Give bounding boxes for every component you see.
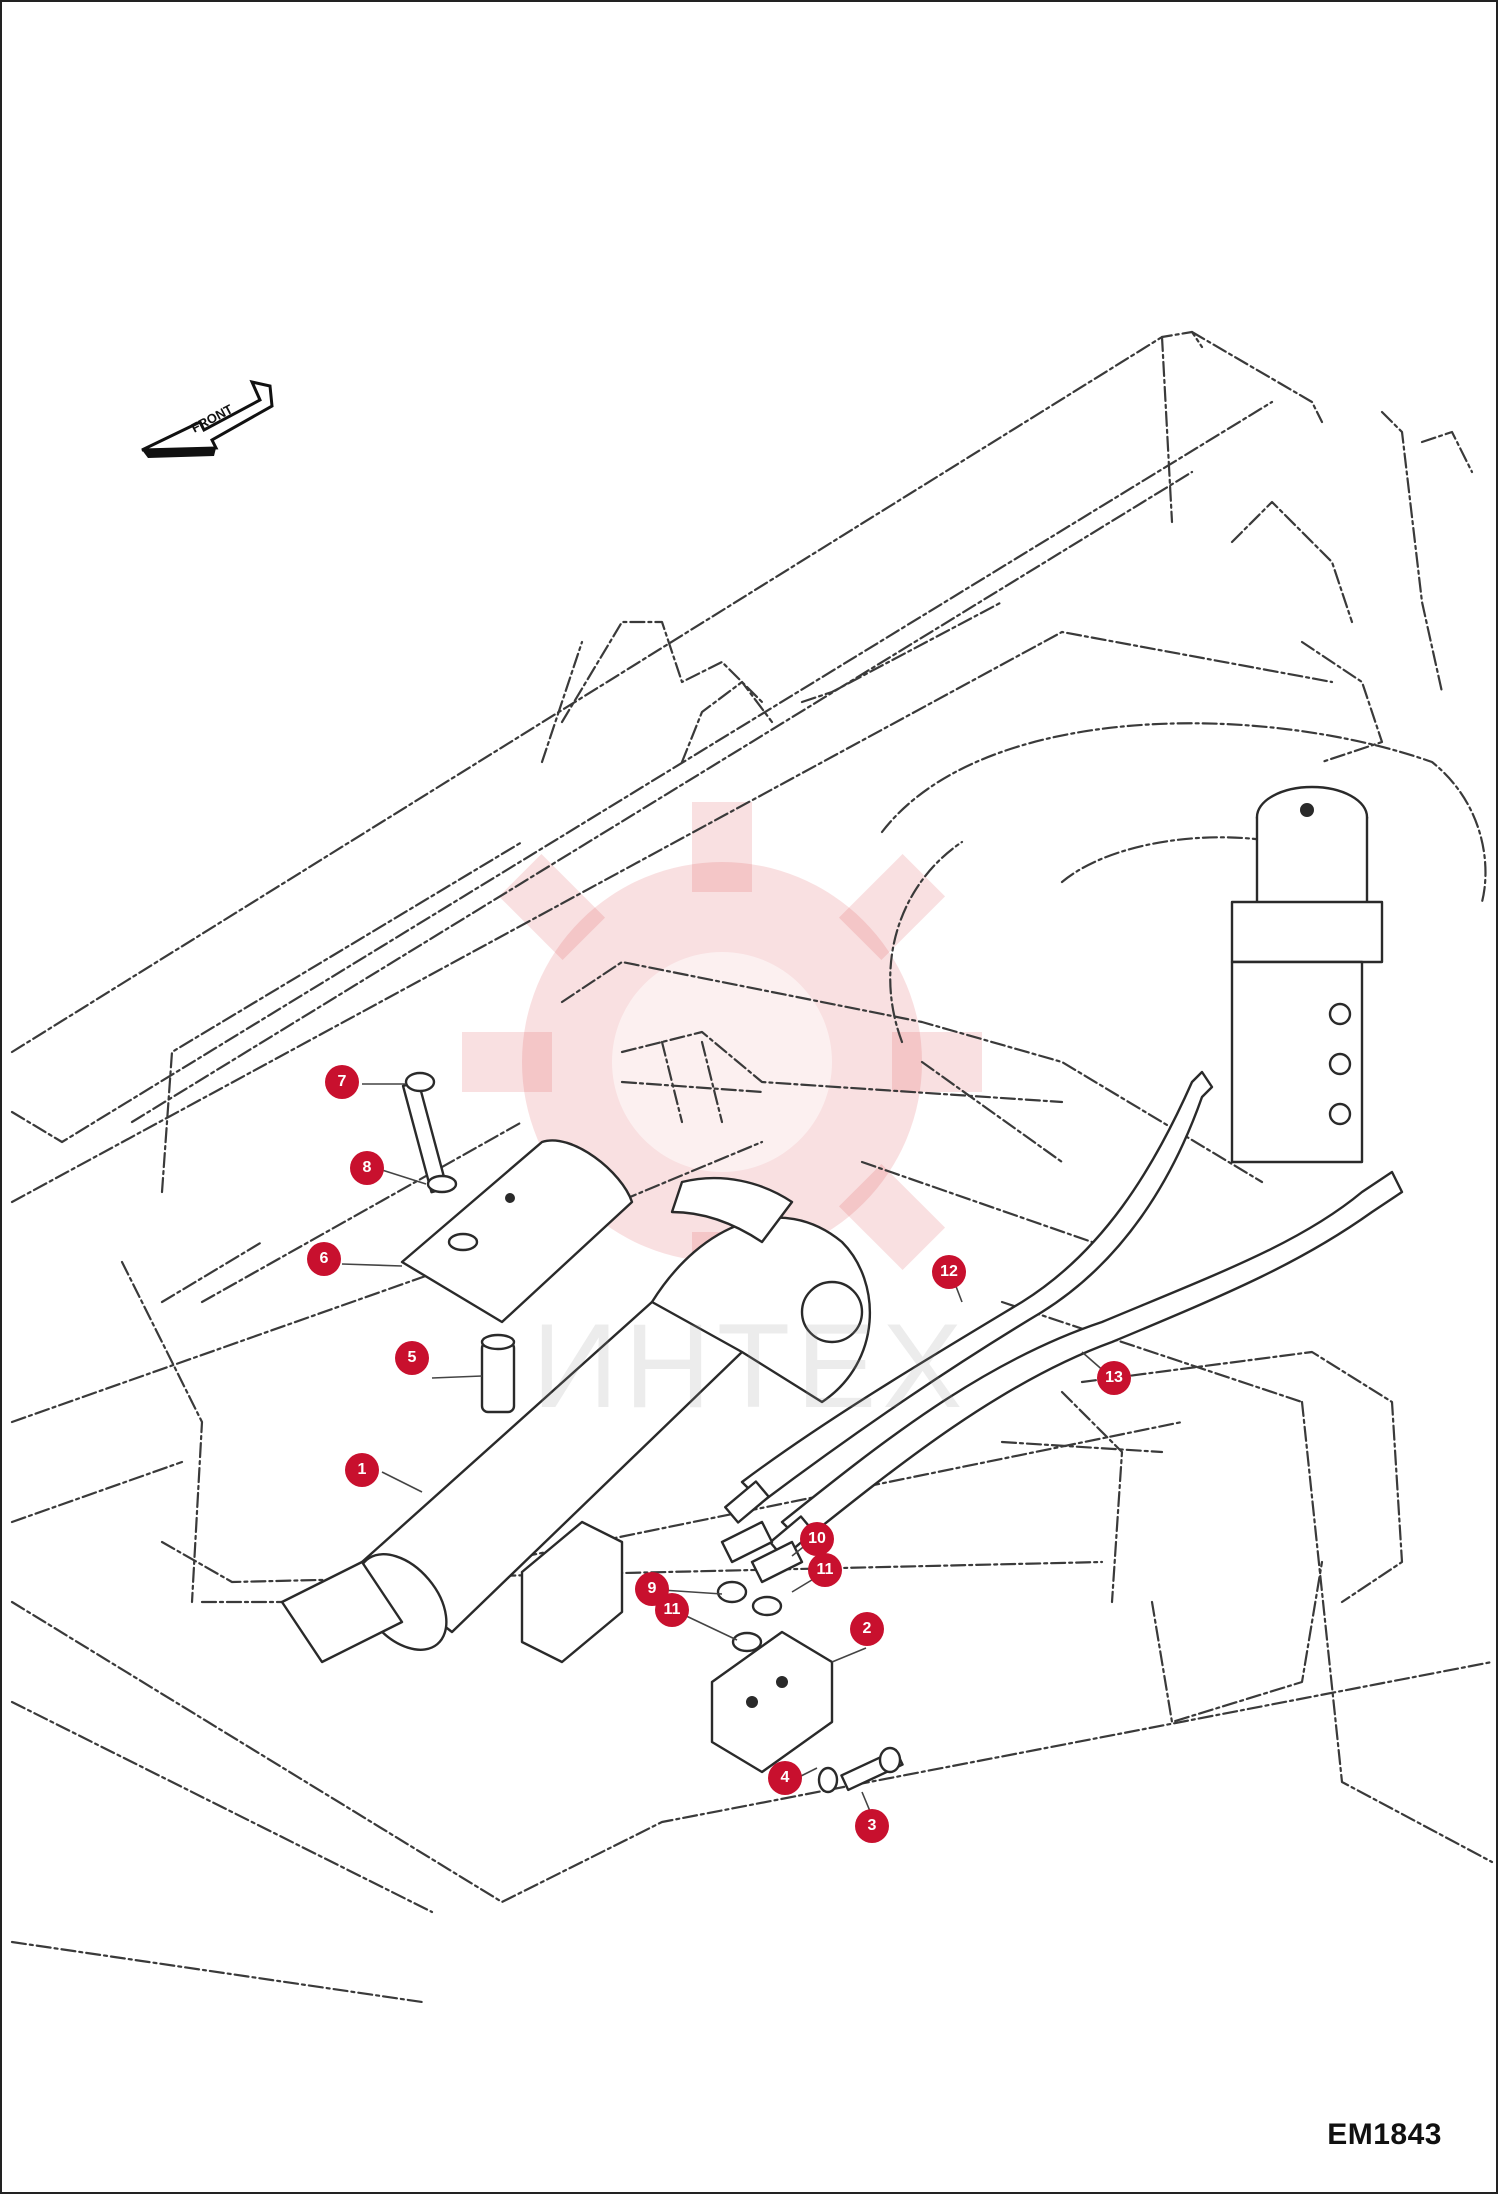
diagram-code: EM1843 — [1327, 2118, 1442, 2151]
upper-frame-outline — [10, 330, 1474, 1194]
callout-5: 5 — [395, 1341, 429, 1375]
callout-13: 13 — [1097, 1361, 1131, 1395]
callout-9: 9 — [635, 1572, 669, 1606]
watermark-text: ИНТЕХ — [532, 1299, 969, 1433]
valve-blocks — [520, 1520, 904, 1794]
callout-7: 7 — [325, 1065, 359, 1099]
hydraulic-cylinder — [280, 1176, 872, 1664]
callout-11-left: 11 — [655, 1593, 689, 1627]
callout-11-right: 11 — [808, 1553, 842, 1587]
callout-2: 2 — [850, 1612, 884, 1646]
callout-6: 6 — [307, 1242, 341, 1276]
callout-8: 8 — [350, 1151, 384, 1185]
front-arrow-icon: FRONT — [141, 379, 274, 458]
callout-10: 10 — [800, 1522, 834, 1556]
callout-3: 3 — [855, 1809, 889, 1843]
middle-frame-outline — [10, 630, 1334, 1604]
callout-1: 1 — [345, 1453, 379, 1487]
swivel-joint — [1230, 785, 1384, 1164]
callout-4: 4 — [768, 1761, 802, 1795]
mounting-parts — [400, 1071, 634, 1414]
callout-12: 12 — [932, 1255, 966, 1289]
